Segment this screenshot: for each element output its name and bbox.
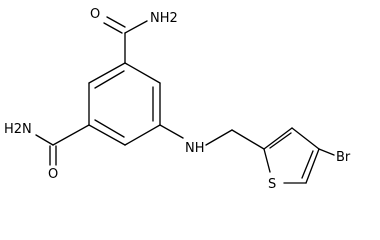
bond-ring-6 xyxy=(88,62,126,84)
bond-top-carbonyl-n xyxy=(124,20,148,34)
bond-ring-to-bottom-carbonyl xyxy=(52,124,90,146)
bond-top-carbonyl-o-2 xyxy=(106,16,126,28)
bromine-label: Br xyxy=(336,150,351,165)
amide-top-nh2-label: NH2 xyxy=(150,11,178,26)
molecule-structure-diagram: O NH2 H2N O NH S Br xyxy=(4,7,351,192)
atom-labels: O NH2 H2N O NH S Br xyxy=(4,7,351,192)
bond-thiophene-c3-c4 xyxy=(291,127,320,150)
amide-bottom-oxygen-label: O xyxy=(48,167,58,182)
bond-ring-4 xyxy=(88,124,126,146)
bond-ring-4-inner xyxy=(94,119,125,138)
bond-lines xyxy=(35,16,335,184)
bond-thiophene-c4-c5-inner xyxy=(301,150,314,179)
bond-ch2-to-thiophene xyxy=(231,129,265,150)
thiophene-sulfur-label: S xyxy=(268,177,276,192)
bond-ring-3 xyxy=(124,124,161,146)
bond-thiophene-c2-c3-inner xyxy=(269,132,292,149)
bond-ring-6-inner xyxy=(94,70,125,89)
bond-bottom-carbonyl-n xyxy=(35,134,54,146)
amide-bottom-nh2-label: H2N xyxy=(4,122,32,137)
bond-thiophene-s-c2 xyxy=(263,148,271,173)
bond-nh-to-ch2 xyxy=(205,129,233,146)
bond-ring-1 xyxy=(124,62,161,84)
amide-top-oxygen-label: O xyxy=(90,7,100,22)
bond-thiophene-to-br xyxy=(318,148,335,156)
bond-ring-to-nh xyxy=(159,124,184,139)
bond-thiophene-c4-c5 xyxy=(305,148,320,184)
bond-thiophene-c2-c3 xyxy=(263,127,293,150)
bond-top-carbonyl-o-1 xyxy=(103,22,123,34)
amine-nh-label: NH xyxy=(185,141,205,156)
